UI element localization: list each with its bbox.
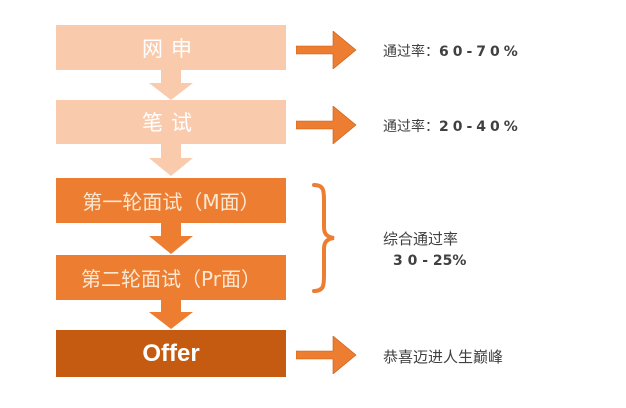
- right-arrow-icon: [296, 106, 358, 144]
- note-prefix: 通过率：: [383, 44, 439, 60]
- down-arrow-icon: [149, 300, 193, 329]
- stage-label: 第一轮面试（M面）: [82, 190, 260, 214]
- note-prefix: 通过率：: [383, 119, 439, 135]
- stage-label: 第二轮面试（Pr面）: [81, 267, 261, 291]
- combined-title: 综合通过率: [383, 230, 459, 248]
- note-interviews: 综合通过率 3 0 - 25%: [383, 228, 466, 272]
- pass-rate-value: 60-70%: [439, 44, 522, 60]
- stage-second-interview: 第二轮面试（Pr面）: [56, 255, 286, 300]
- note-online-application: 通过率：60-70%: [383, 41, 522, 61]
- stage-first-interview: 第一轮面试（M面）: [56, 178, 286, 223]
- down-arrow-icon: [149, 144, 193, 176]
- down-arrow-icon: [149, 223, 193, 254]
- down-arrow-icon: [149, 70, 193, 100]
- stage-label: Offer: [142, 339, 200, 367]
- right-brace-icon: [310, 183, 338, 293]
- stage-written-test: 笔试: [56, 100, 286, 144]
- right-arrow-icon: [296, 336, 358, 374]
- right-arrow-icon: [296, 31, 358, 69]
- combined-rate: 3 0 - 25%: [393, 253, 467, 269]
- stage-online-application: 网申: [56, 25, 286, 70]
- pass-rate-value: 20-40%: [439, 119, 522, 135]
- offer-text: 恭喜迈进人生巅峰: [383, 348, 504, 366]
- stage-offer: Offer: [56, 330, 286, 377]
- stage-label: 网申: [142, 36, 200, 61]
- stage-label: 笔试: [142, 111, 200, 135]
- note-offer: 恭喜迈进人生巅峰: [383, 346, 503, 367]
- note-written-test: 通过率：20-40%: [383, 116, 522, 136]
